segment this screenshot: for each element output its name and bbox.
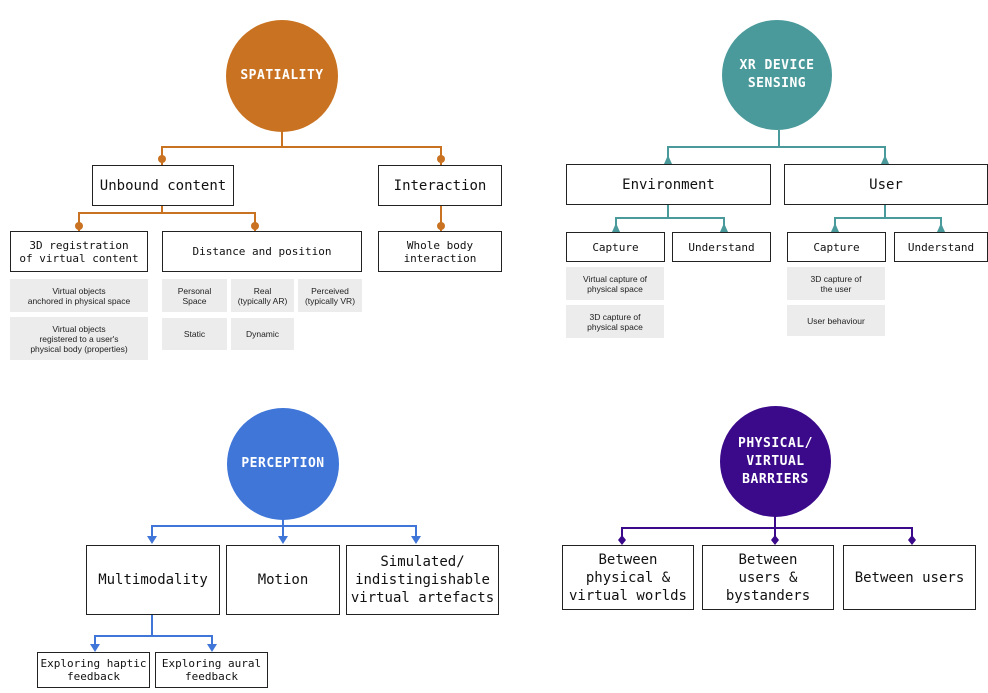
interaction-box: Interaction xyxy=(378,165,502,206)
between-physical-virtual-box: Between physical & virtual worlds xyxy=(562,545,694,610)
barriers-node-diamond xyxy=(618,535,626,545)
tag-3d-capture-space: 3D capture of physical space xyxy=(566,305,664,338)
spatiality-node-dot xyxy=(75,222,83,230)
xr-node-arrow xyxy=(664,155,672,164)
xr-device-sensing-circle: XR DEVICE SENSING xyxy=(722,20,832,130)
perception-node-arrow xyxy=(90,644,100,652)
between-users-box: Between users xyxy=(843,545,976,610)
perception-connectors xyxy=(94,518,417,646)
user-capture-box: Capture xyxy=(787,232,886,262)
multimodality-box: Multimodality xyxy=(86,545,220,615)
spatiality-node-dot xyxy=(158,155,166,163)
xr-node-arrow xyxy=(937,223,945,232)
3d-registration-box: 3D registration of virtual content xyxy=(10,231,148,272)
unbound-content-box: Unbound content xyxy=(92,165,234,206)
tag-personal-space: Personal Space xyxy=(162,279,227,312)
barriers-connectors xyxy=(621,516,913,540)
perception-circle: PERCEPTION xyxy=(227,408,339,520)
perception-node-arrow xyxy=(278,536,288,544)
tag-perceived: Perceived (typically VR) xyxy=(298,279,362,312)
barriers-node-diamond xyxy=(908,535,916,545)
xr-node-arrow xyxy=(831,223,839,232)
distance-position-box: Distance and position xyxy=(162,231,362,272)
spatiality-node-dot xyxy=(251,222,259,230)
barriers-node-diamond xyxy=(771,535,779,545)
user-understand-box: Understand xyxy=(894,232,988,262)
perception-node-arrow xyxy=(411,536,421,544)
motion-box: Motion xyxy=(226,545,340,615)
environment-understand-box: Understand xyxy=(672,232,771,262)
environment-capture-box: Capture xyxy=(566,232,665,262)
xr-node-arrow xyxy=(720,223,728,232)
tag-3d-capture-user: 3D capture of the user xyxy=(787,267,885,300)
whole-body-interaction-box: Whole body interaction xyxy=(378,231,502,272)
xr-node-arrow xyxy=(612,223,620,232)
user-box: User xyxy=(784,164,988,205)
environment-box: Environment xyxy=(566,164,771,205)
exploring-aural-box: Exploring aural feedback xyxy=(155,652,268,688)
tag-user-behaviour: User behaviour xyxy=(787,305,885,336)
tag-virtual-capture: Virtual capture of physical space xyxy=(566,267,664,300)
spatiality-node-dot xyxy=(437,155,445,163)
physical-virtual-barriers-circle: PHYSICAL/ VIRTUAL BARRIERS xyxy=(720,406,831,517)
simulated-artefacts-box: Simulated/ indistingishable virtual arte… xyxy=(346,545,499,615)
tag-registered-objects: Virtual objects registered to a user's p… xyxy=(10,317,148,360)
exploring-haptic-box: Exploring haptic feedback xyxy=(37,652,150,688)
perception-node-arrow xyxy=(147,536,157,544)
tag-anchored-objects: Virtual objects anchored in physical spa… xyxy=(10,279,148,312)
tag-static: Static xyxy=(162,318,227,350)
tag-real: Real (typically AR) xyxy=(231,279,294,312)
spatiality-node-dot xyxy=(437,222,445,230)
tag-dynamic: Dynamic xyxy=(231,318,294,350)
between-users-bystanders-box: Between users & bystanders xyxy=(702,545,834,610)
xr-node-arrow xyxy=(881,155,889,164)
perception-node-arrow xyxy=(207,644,217,652)
spatiality-circle: SPATIALITY xyxy=(226,20,338,132)
